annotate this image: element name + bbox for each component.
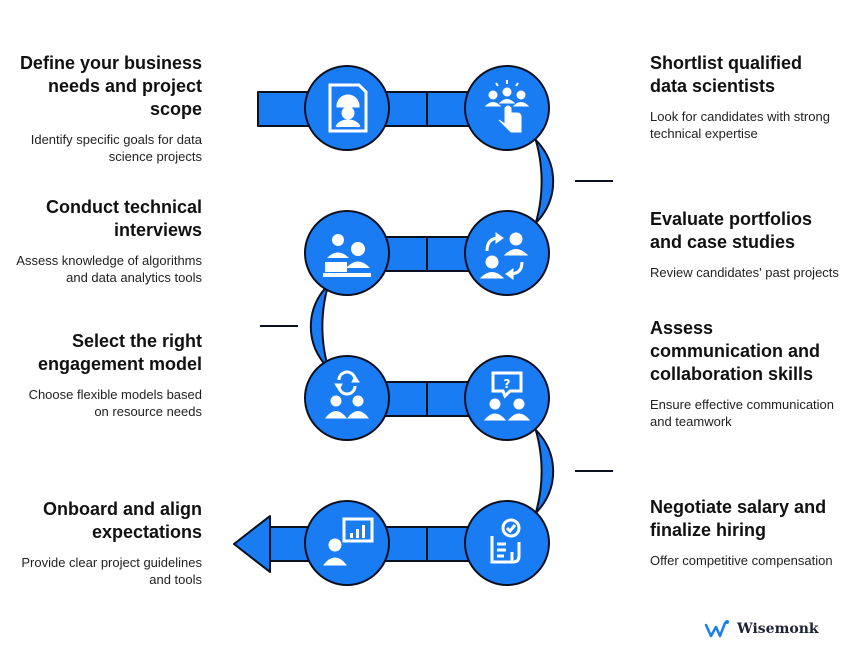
step-2: Shortlist qualified data scientists Look… bbox=[650, 52, 840, 142]
node-6: ? bbox=[464, 355, 550, 441]
step-1-description: Identify specific goals for data science… bbox=[30, 132, 202, 164]
node-3 bbox=[304, 210, 390, 296]
step-5: Select the right engagement model Choose… bbox=[12, 330, 202, 420]
step-3-title: Conduct technical interviews bbox=[45, 197, 202, 240]
winding-path bbox=[233, 91, 555, 573]
step-8: Negotiate salary and finalize hiring Off… bbox=[650, 496, 840, 569]
step-6-title: Assess communication and collaboration s… bbox=[650, 318, 821, 384]
path-separators bbox=[260, 92, 613, 561]
node-1 bbox=[304, 65, 390, 151]
wisemonk-logo-icon bbox=[704, 620, 729, 638]
step-3-description: Assess knowledge of algorithms and data … bbox=[16, 253, 202, 285]
node-5 bbox=[304, 355, 390, 441]
interview-icon bbox=[323, 234, 371, 277]
brand: Wisemonk bbox=[704, 618, 819, 640]
step-7: Onboard and align expectations Provide c… bbox=[12, 498, 202, 588]
step-3: Conduct technical interviews Assess know… bbox=[12, 196, 202, 286]
step-7-description: Provide clear project guidelines and too… bbox=[21, 555, 202, 587]
step-1-title: Define your business needs and project s… bbox=[19, 53, 202, 119]
step-4: Evaluate portfolios and case studies Rev… bbox=[650, 208, 840, 281]
communication-icon: ? bbox=[483, 371, 531, 421]
select-candidate-icon bbox=[484, 80, 530, 133]
step-5-title: Select the right engagement model bbox=[37, 331, 202, 374]
step-8-title: Negotiate salary and finalize hiring bbox=[650, 497, 827, 540]
onboard-chart-icon bbox=[322, 517, 374, 566]
step-1: Define your business needs and project s… bbox=[12, 52, 202, 165]
step-5-description: Choose flexible models based on resource… bbox=[28, 387, 202, 419]
step-4-title: Evaluate portfolios and case studies bbox=[650, 209, 813, 252]
step-7-title: Onboard and align expectations bbox=[42, 499, 202, 542]
node-7 bbox=[304, 500, 390, 586]
checklist-hand-icon bbox=[490, 518, 521, 564]
step-4-description: Review candidates' past projects bbox=[650, 265, 839, 280]
step-8-description: Offer competitive compensation bbox=[650, 553, 833, 568]
svg-text:?: ? bbox=[504, 377, 511, 391]
node-2 bbox=[464, 65, 550, 151]
step-2-description: Look for candidates with strong technica… bbox=[650, 109, 830, 141]
step-6-description: Ensure effective communication and teamw… bbox=[650, 397, 835, 429]
document-worker-icon bbox=[328, 83, 368, 133]
exchange-people-icon bbox=[479, 232, 529, 280]
brand-name: Wisemonk bbox=[737, 621, 819, 637]
step-6: Assess communication and collaboration s… bbox=[650, 317, 840, 430]
node-4 bbox=[464, 210, 550, 296]
engagement-icon bbox=[324, 370, 370, 419]
step-2-title: Shortlist qualified data scientists bbox=[650, 53, 803, 96]
node-8 bbox=[464, 500, 550, 586]
